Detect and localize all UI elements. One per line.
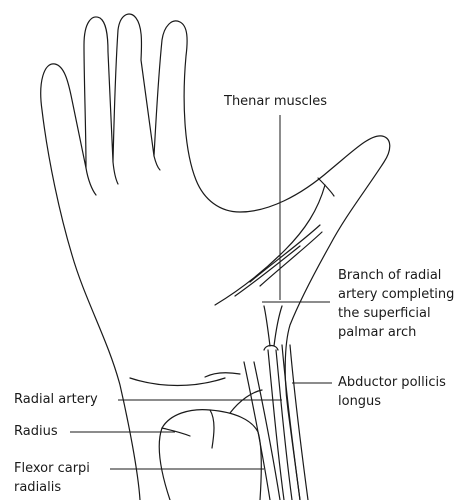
label-fcr-line-1: Flexor carpi — [14, 461, 90, 476]
abductor-pollicis-longus-tendon — [281, 344, 301, 500]
label-abductor-line-2: longus — [338, 394, 382, 409]
superficial-branch — [263, 305, 271, 347]
wrist-crease-2 — [204, 372, 241, 378]
label-branch-line-3: the superficial — [338, 306, 431, 321]
finger-line-3 — [153, 155, 161, 171]
hand-outline — [40, 13, 391, 500]
radial-artery — [267, 349, 285, 500]
finger-line-2 — [112, 161, 119, 185]
label-branch-line-4: palmar arch — [338, 325, 417, 340]
radius-bone — [158, 409, 262, 500]
label-radial-artery: Radial artery — [14, 392, 98, 407]
wrist-crease-1 — [129, 377, 226, 387]
label-abductor-line-1: Abductor pollicis — [338, 375, 446, 390]
flexor-carpi-radialis-tendon — [243, 361, 271, 500]
label-branch-line-2: artery completing — [338, 287, 455, 302]
label-branch-line-1: Branch of radial — [338, 268, 442, 283]
label-radius: Radius — [14, 424, 58, 439]
finger-line-1 — [85, 167, 97, 196]
label-fcr-line-2: radialis — [14, 480, 62, 495]
thenar-contour — [214, 184, 326, 306]
label-thenar-muscles: Thenar muscles — [224, 94, 328, 109]
